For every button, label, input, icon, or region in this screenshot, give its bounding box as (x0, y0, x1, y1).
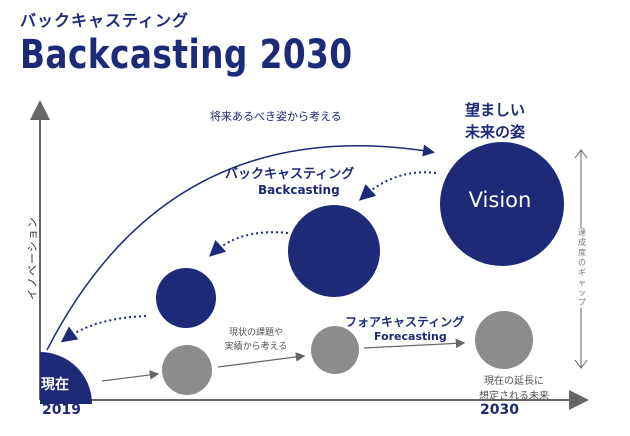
forecast-future-circle (475, 311, 533, 369)
backcast-step-large (288, 205, 380, 297)
kicker-text: バックキャスティング (20, 11, 190, 30)
backcast-step-small (156, 268, 216, 328)
present-circle (40, 352, 92, 404)
forecast-step-2 (311, 326, 359, 374)
arc-label: 将来あるべき姿から考える (210, 110, 342, 123)
extension-line-2: 想定される未来 (479, 391, 549, 402)
backcast-arrow-1 (359, 171, 437, 201)
y-axis-label: イノベーション (26, 216, 39, 300)
extension-note: 現在の延長に 想定される未来 (466, 374, 562, 404)
issue-note: 現状の課題や 実績から考える (216, 326, 296, 354)
gap-bracket-top-arrow (574, 149, 588, 159)
gap-label: 達成度のギャップ (575, 228, 589, 308)
forecast-step-1 (162, 345, 212, 395)
backcast-arrow-3 (60, 315, 147, 343)
goal-label: 望ましい 未来の姿 (455, 99, 535, 143)
vision-arc (46, 144, 435, 351)
page-title: Backcasting 2030 (20, 32, 353, 78)
backcasting-label-en: Backcasting (258, 183, 340, 197)
x-axis-start-year: 2019 (42, 402, 81, 418)
backcast-arrow-2 (209, 231, 289, 257)
backcasting-label-jp: バックキャスティング (225, 167, 355, 182)
issue-line-2: 実績から考える (224, 342, 288, 352)
forecast-arrow-1 (101, 370, 160, 382)
forecast-arrow-3 (363, 338, 466, 349)
present-label: 現在 (41, 377, 69, 393)
vision-circle (440, 142, 564, 266)
issue-line-1: 現状の課題や (228, 328, 283, 338)
x-axis-end-year: 2030 (480, 402, 519, 418)
forecast-arrow-2 (217, 352, 306, 368)
forecasting-label-en: Forecasting (374, 330, 447, 343)
goal-line-2: 未来の姿 (464, 123, 525, 141)
goal-line-1: 望ましい (464, 101, 525, 119)
extension-line-1: 現在の延長に (484, 376, 544, 387)
gap-bracket-bottom-arrow (574, 359, 588, 369)
vision-label: Vision (468, 188, 532, 212)
forecasting-label-jp: フォアキャスティング (345, 315, 465, 329)
